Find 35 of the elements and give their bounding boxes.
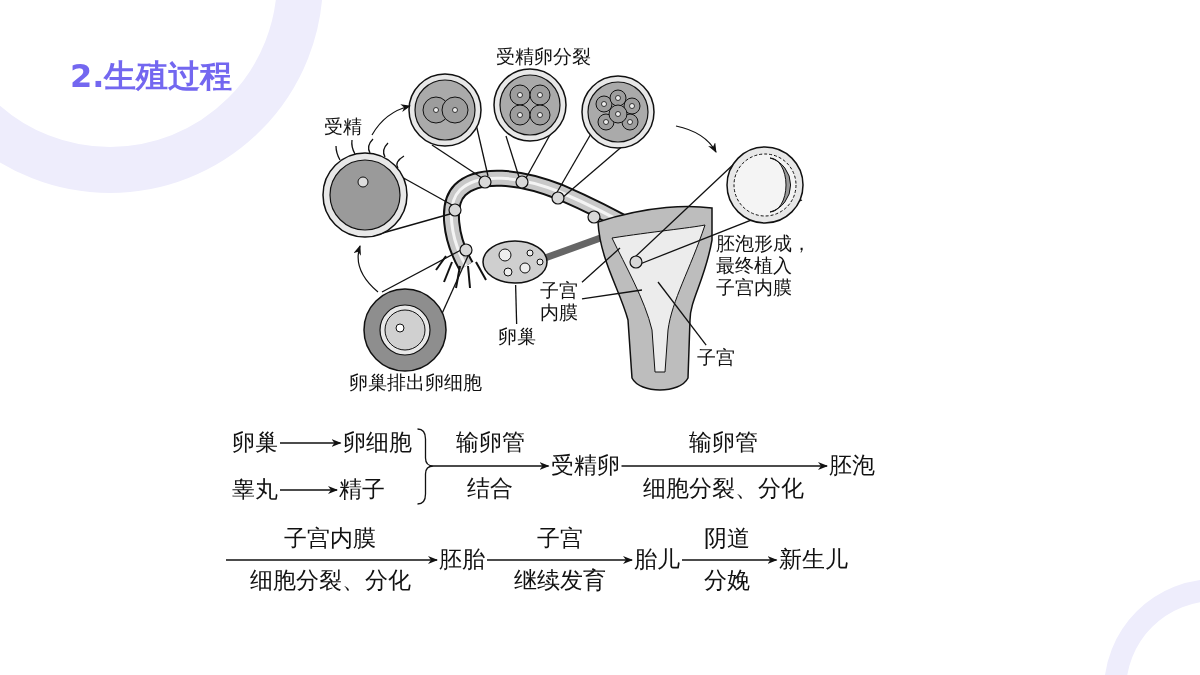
part-label: 子宫内膜: [540, 280, 580, 324]
leader-line: [514, 284, 518, 325]
stage-term: 胎儿: [634, 546, 680, 574]
stage-term: 新生儿: [778, 546, 848, 574]
caption-text: 受精卵分裂: [495, 46, 591, 68]
stage-term: 卵巢: [232, 429, 278, 457]
process-note: 继续发育: [514, 567, 606, 595]
edge-label: 子宫内膜: [284, 525, 376, 553]
caption-text: 卵巢排出卵细胞: [348, 372, 482, 394]
process-note: 细胞分裂、分化: [249, 567, 411, 595]
part-label: 子宫: [697, 347, 735, 369]
process-note: 分娩: [704, 567, 750, 595]
stage-term: 胚泡: [829, 452, 875, 480]
stage-term: 受精卵: [550, 452, 620, 480]
stage-term: 睾丸: [232, 476, 278, 504]
title: 2.生殖过程: [70, 58, 233, 95]
stage-term: 胚胎: [439, 546, 485, 574]
part-label: 卵巢: [498, 326, 536, 348]
leader-line: [581, 289, 643, 300]
caption-text: 胚泡形成，最终植入子宫内膜: [716, 233, 811, 299]
stage-term: 精子: [339, 476, 385, 504]
process-note: 结合: [467, 475, 513, 503]
leader-line: [581, 247, 621, 283]
arrow: [681, 556, 778, 564]
arrow: [416, 428, 550, 505]
ovary-drawing: [482, 240, 548, 284]
leader-line: [657, 281, 707, 346]
arrow: [225, 556, 438, 564]
arrow: [486, 556, 633, 564]
arrow: [620, 462, 828, 470]
process-note: 细胞分裂、分化: [642, 475, 804, 503]
caption-text: 受精: [324, 116, 362, 138]
arrow: [279, 486, 338, 494]
stage-term: 卵细胞: [342, 429, 412, 457]
arrow: [279, 439, 342, 447]
